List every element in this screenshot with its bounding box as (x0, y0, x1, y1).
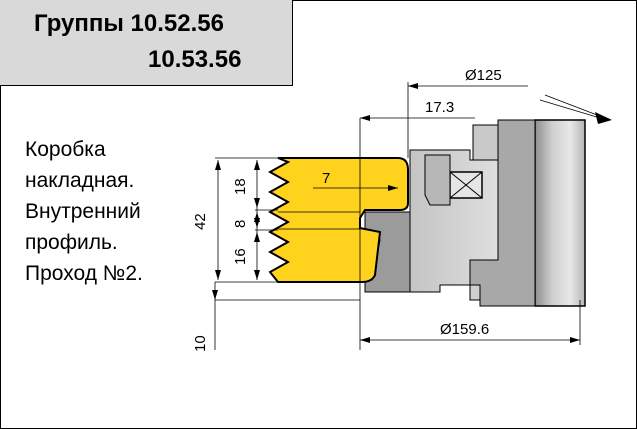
dim-height-upper: 18 (232, 178, 249, 195)
workpiece-profile (267, 157, 409, 283)
dim-diameter-top: Ø125 (465, 67, 502, 84)
description-line-4: профиль. (25, 231, 118, 254)
dim-height-lower: 16 (232, 248, 249, 265)
dim-offset-top: 17.3 (425, 99, 454, 116)
dim-bottom-offset: 10 (192, 335, 209, 352)
dim-height-middle: 8 (232, 220, 249, 228)
dim-diameter-bottom: Ø159.6 (440, 321, 489, 338)
title-box: Группы 10.52.56 10.53.56 (0, 0, 293, 86)
title-line-1: Группы 10.52.56 (34, 10, 224, 37)
dimension-arrows (212, 83, 612, 343)
description-line-5: Проход №2. (25, 262, 143, 285)
dim-height-total: 42 (192, 213, 209, 230)
description-line-1: Коробка (25, 138, 106, 161)
cutter-body (364, 119, 586, 307)
description-line-2: накладная. (25, 169, 135, 192)
title-line-2: 10.53.56 (148, 46, 242, 73)
description: Коробка накладная. Внутренний профиль. П… (25, 134, 143, 289)
description-line-3: Внутренний (25, 200, 141, 223)
dim-width-groove: 7 (322, 170, 330, 187)
